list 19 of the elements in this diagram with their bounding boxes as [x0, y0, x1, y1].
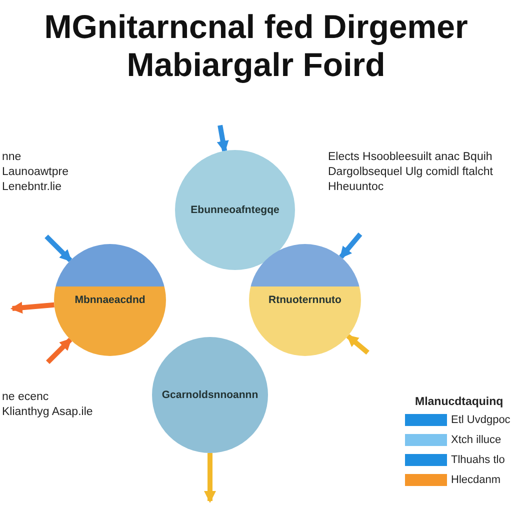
note-text: Mlanucdtaquinq	[415, 395, 504, 410]
arrow	[216, 124, 229, 153]
legend-label: Xtch illuce	[451, 434, 502, 446]
node-label: Rtnuoternnuto	[268, 294, 342, 306]
title: MGnitarncnal fed Dirgemer Mabiargalr Foird	[43, 8, 469, 84]
arrow	[44, 234, 72, 262]
legend-label: Hlecdanm	[451, 474, 501, 486]
arrow	[10, 302, 54, 314]
arrow	[204, 453, 216, 503]
note-text: Elects Hsoobleesuilt anac Bquih Dargolbsequel Ulg comidl ftalcht Hheuuntoc	[328, 150, 494, 195]
note-text: nne Launoawtpre Lenebntr.lie	[2, 150, 70, 195]
note-text: ne ecenc Klianthyg Asap.ile	[2, 390, 94, 420]
legend-label: Etl Uvdgpoc	[451, 414, 510, 426]
node-label: Ebunneoafntegqe	[190, 204, 280, 216]
node-label: Gcarnoldsnnoannn	[162, 389, 258, 401]
legend-label: Tlhuahs tlo	[451, 454, 505, 466]
node-label: Mbnnaeacdnd	[74, 294, 146, 306]
arrow	[346, 334, 370, 355]
arrow	[46, 338, 72, 364]
